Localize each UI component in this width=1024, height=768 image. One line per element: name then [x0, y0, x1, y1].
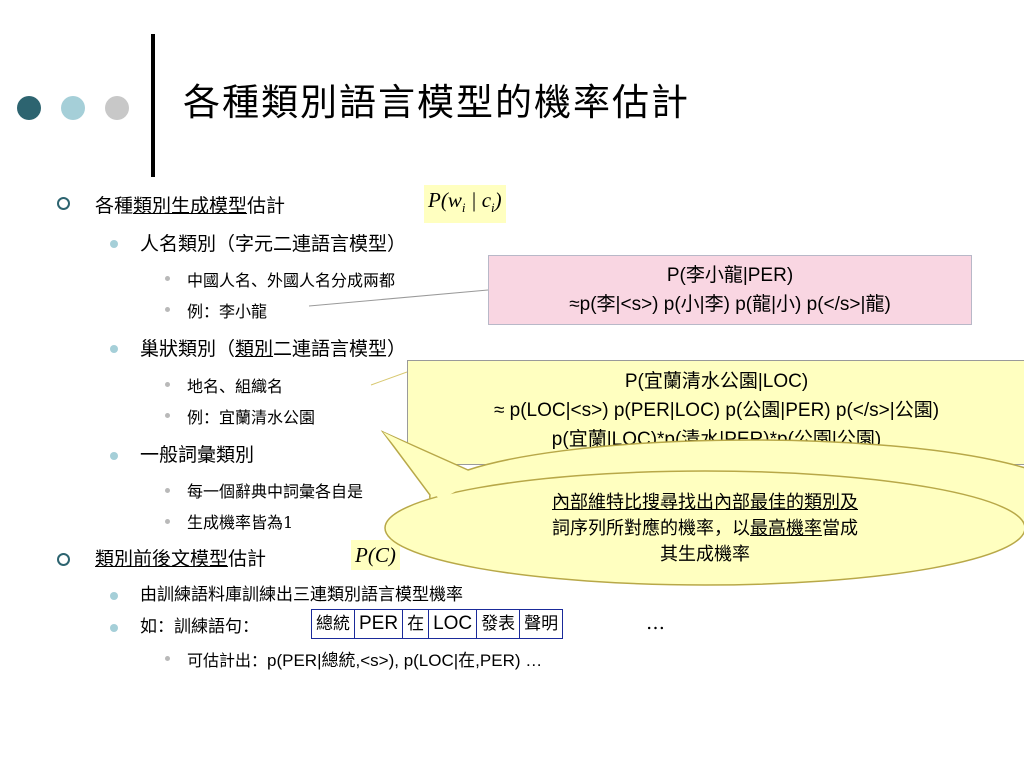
- formula-p-c: P(C): [351, 540, 400, 570]
- bullet-marker: [110, 452, 118, 460]
- tokens-ellipsis: …: [646, 612, 665, 634]
- bullet-marker: [165, 413, 170, 418]
- bullet-marker: [57, 553, 70, 566]
- callout-line-1-text: 內部維特比搜尋找出內部最佳的類別及: [552, 492, 858, 513]
- person-name-probability-box: P(李小龍|PER) ≈p(李|<s>) p(小|李) p(龍|小) p(</s…: [488, 255, 972, 325]
- pink-box-line-2: ≈p(李|<s>) p(小|李) p(龍|小) p(</s>|龍): [569, 294, 891, 315]
- estimate-line: 可估計出：p(PER|總統,<s>), p(LOC|在,PER) …: [187, 646, 542, 671]
- bullet-marker: [165, 276, 170, 281]
- person-name-split: 中國人名、外國人名分成兩都: [187, 271, 396, 290]
- callout-tail: [383, 432, 480, 500]
- text-pre: 巢狀類別（: [140, 338, 236, 360]
- class-context-model: 類別前後文模型: [95, 548, 229, 570]
- decor-dot-3: [105, 96, 129, 120]
- nested-class: 巢狀類別（類別二連語言模型）: [140, 334, 406, 361]
- bullet-marker: [110, 592, 118, 600]
- bullet-marker: [57, 197, 70, 210]
- callout-text: 內部維特比搜尋找出內部最佳的類別及 詞序列所對應的機率，以最高機率當成 其生成機…: [420, 490, 990, 568]
- person-name-class: 人名類別（字元二連語言模型）: [140, 233, 407, 255]
- generation-prob-one: 生成機率皆為1: [187, 513, 294, 532]
- class-generation-model: 類別生成模型: [133, 195, 248, 217]
- dictionary-words: 每一個辭典中詞彙各自是: [187, 482, 364, 501]
- text-post: 估計: [247, 195, 286, 217]
- bullet-marker: [165, 382, 170, 387]
- nested-example: 例：宜蘭清水公園: [187, 408, 316, 427]
- pink-box-line-1: P(李小龍|PER): [666, 265, 794, 286]
- yellow-box-line-2: ≈ p(LOC|<s>) p(PER|LOC) p(公園|PER) p(</s>…: [493, 400, 940, 421]
- text-pre: 各種: [95, 195, 134, 217]
- token-shengming: 聲明: [519, 609, 564, 639]
- bullet-marker: [165, 519, 170, 524]
- callout-highest-prob: 最高機率: [750, 518, 822, 539]
- estimate-formula: p(PER|總統,<s>), p(LOC|在,PER) …: [267, 651, 543, 670]
- text-post: 二連語言模型）: [273, 338, 407, 360]
- bullet-marker: [165, 488, 170, 493]
- callout-line-2-post: 當成: [822, 518, 858, 539]
- place-org-name: 地名、組織名: [187, 377, 284, 396]
- yellow-connector: [370, 371, 408, 386]
- decor-dot-2: [61, 96, 85, 120]
- bullet-marker: [110, 240, 118, 248]
- person-name-example: 例：李小龍: [187, 302, 268, 321]
- decor-dot-1: [17, 96, 41, 120]
- trigram-training: 由訓練語料庫訓練出三連類別語言模型機率: [140, 585, 463, 605]
- general-vocab-class: 一般詞彙類別: [140, 444, 255, 466]
- callout-line-3: 其生成機率: [660, 544, 750, 565]
- formula-p-w-given-c: P(wi | ci): [424, 185, 506, 224]
- slide-title: 各種類別語言模型的機率估計: [183, 81, 690, 124]
- bullet-marker: [165, 307, 170, 312]
- callout-line-2-pre: 詞序列所對應的機率，以: [552, 518, 750, 539]
- yellow-box-line-1: P(宜蘭清水公園|LOC): [624, 371, 809, 392]
- bullet-class-generation: 各種類別生成模型估計: [95, 191, 285, 218]
- callout-line-2: 詞序列所對應的機率，以最高機率當成: [420, 516, 990, 542]
- callout-line-1: 內部維特比搜尋找出內部最佳的類別及: [420, 490, 990, 516]
- title-divider: [151, 34, 155, 177]
- training-sentence-label: 如：訓練語句：: [140, 617, 259, 637]
- text-post: 估計: [228, 548, 267, 570]
- callout-ellipse: [384, 470, 1024, 586]
- class-underlined: 類別: [235, 338, 274, 360]
- training-sentence-tokens: 總統 PER 在 LOC 發表 聲明: [311, 609, 564, 639]
- bullet-marker: [165, 656, 170, 661]
- bullet-class-context: 類別前後文模型估計: [95, 544, 266, 571]
- bullet-marker: [110, 624, 118, 632]
- text-pre: 可估計出：: [187, 651, 268, 670]
- bullet-marker: [110, 345, 118, 353]
- pink-connector: [308, 289, 489, 307]
